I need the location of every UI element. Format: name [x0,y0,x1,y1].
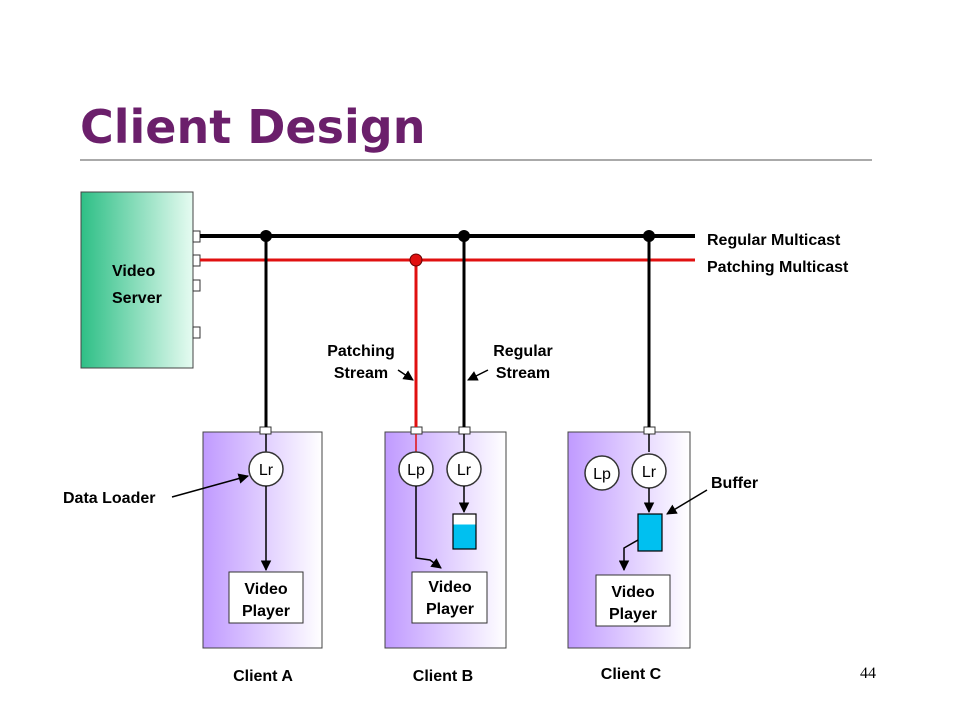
client-c-buffer [637,513,663,552]
server-label-line2: Server [112,290,162,307]
buffer-label: Buffer [711,475,758,492]
server-port [192,254,201,267]
client-a-lr-label: Lr [259,462,274,479]
buffer-arrow [666,489,708,515]
client-a-video-player [228,571,304,624]
client-port [643,426,656,435]
patching-stream-label-line2: Stream [334,365,388,382]
patching-stream-arrow [397,369,414,381]
client-a-label: Client A [233,668,293,685]
legend-patching-multicast: Patching Multicast [707,259,849,276]
server-label-line1: Video [112,263,156,280]
client-c-lr-label: Lr [642,464,657,481]
legend-regular-multicast: Regular Multicast [707,232,841,249]
client-b-label: Client B [413,668,473,685]
server-port [192,279,201,292]
page-number: 44 [860,665,876,682]
regular-stream-label-line1: Regular [493,343,553,360]
client-c-buffer-to-player [618,539,639,572]
client-b-lp-to-player [415,486,442,569]
video-server: Video Server [80,191,201,369]
client-a-player-line1: Video [244,581,288,598]
client-c-label: Client C [601,666,662,683]
client-c-player-line1: Video [611,584,655,601]
page-title: Client Design [80,100,425,154]
junction-dot [643,230,655,242]
client-port [410,426,423,435]
client-c-lp-loader [584,455,620,491]
client-b-lr-label: Lr [457,462,472,479]
client-port [259,426,272,435]
client-b-player-line2: Player [426,601,474,618]
server-port [192,326,201,339]
junction-dot [260,230,272,242]
client-b-player-line1: Video [428,579,472,596]
client-b-lp-label: Lp [407,462,425,479]
client-port [458,426,471,435]
data-loader-label: Data Loader [63,490,155,507]
junction-dot-patching [409,253,423,267]
client-c-video-player [595,574,671,627]
regular-stream-label-line2: Stream [496,365,550,382]
regular-stream-arrow [467,369,489,381]
client-a-player-line2: Player [242,603,290,620]
server-port [192,230,201,243]
client-c-player-line2: Player [609,606,657,623]
client-b-buffer [452,513,477,550]
client-c-lp-label: Lp [593,466,611,483]
patching-stream-label-line1: Patching [327,343,395,360]
data-loader-arrow [171,473,250,498]
junction-dot [458,230,470,242]
client-b-video-player [411,571,488,624]
